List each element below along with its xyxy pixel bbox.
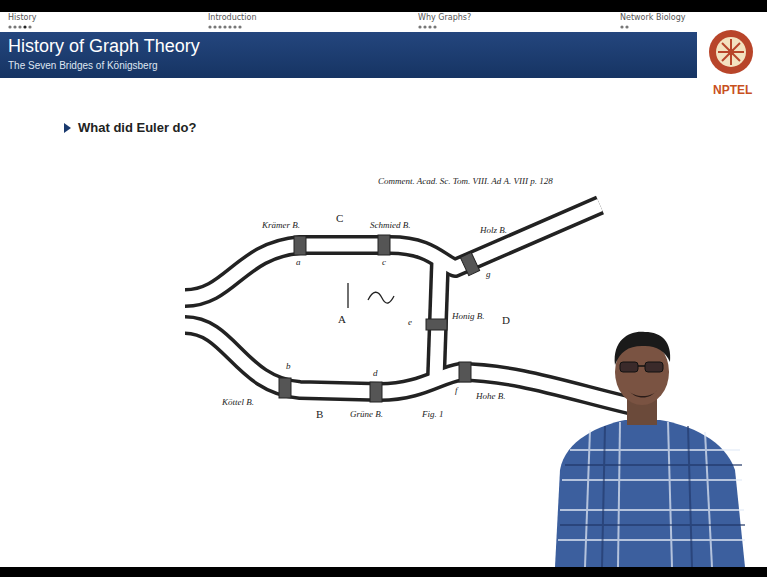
bridge-letter: c xyxy=(382,258,386,268)
slide-title: History of Graph Theory xyxy=(8,36,689,57)
nav-item: History xyxy=(8,14,36,23)
bridge-letter: f xyxy=(455,386,458,396)
bridge-letter: d xyxy=(373,369,378,379)
river-outline xyxy=(185,205,650,410)
bridge-name: Honig B. xyxy=(452,312,485,322)
land-letter: B xyxy=(316,408,323,420)
bridge-name: Hohe B. xyxy=(476,392,506,402)
nav-item: Introduction xyxy=(208,14,256,23)
land-letter: A xyxy=(338,313,346,325)
citation-note: Comment. Acad. Sc. Tom. VIII. Ad A. VIII… xyxy=(378,177,553,187)
bullet-marker xyxy=(64,123,71,133)
bridge-symbols xyxy=(279,235,480,402)
nav-item: Why Graphs? xyxy=(418,14,471,23)
bridge-letter: b xyxy=(286,362,291,372)
bridge-letter: a xyxy=(296,258,301,268)
bridge-name: Holz B. xyxy=(480,226,507,236)
bridge-name: Schmied B. xyxy=(370,221,411,231)
island-marks xyxy=(348,283,394,308)
bridge-name: Grüne B. xyxy=(350,410,383,420)
logo-text: NPTEL xyxy=(713,84,752,97)
land-letter: D xyxy=(502,314,510,326)
nav-dots xyxy=(8,25,628,28)
nav-item: Network Biology xyxy=(620,14,685,23)
bridge-name: Krämer B. xyxy=(262,221,300,231)
bridge-name: Köttel B. xyxy=(222,398,254,408)
title-band: History of Graph TheoryThe Seven Bridges… xyxy=(0,32,697,78)
video-bar xyxy=(0,567,767,577)
slide-subtitle: The Seven Bridges of Königsberg xyxy=(8,60,689,71)
bullet-text: What did Euler do? xyxy=(78,121,196,135)
figure-number: Fig. 1 xyxy=(422,410,444,420)
presenter xyxy=(555,332,745,567)
bridge-letter: e xyxy=(408,318,412,328)
land-letter: C xyxy=(336,212,343,224)
video-bar xyxy=(0,0,767,12)
nptel-logo xyxy=(709,30,753,74)
bridge-letter: g xyxy=(486,270,491,280)
